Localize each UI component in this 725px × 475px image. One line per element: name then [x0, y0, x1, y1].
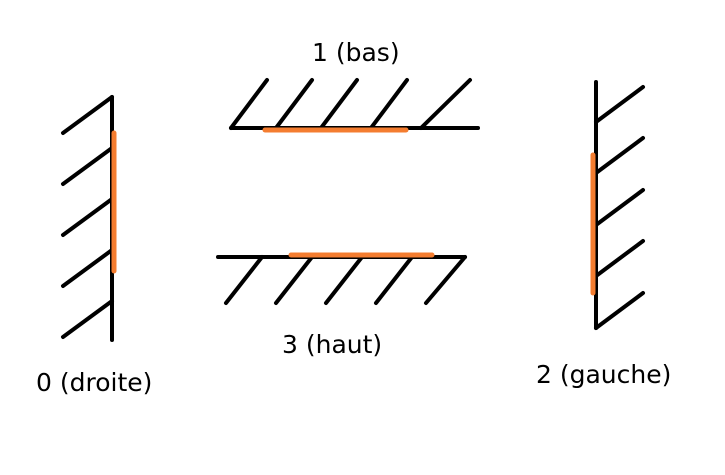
wall-1-hatch: [274, 78, 314, 130]
wall-2-hatch: [594, 136, 645, 175]
wall-3: [216, 252, 467, 305]
wall-0-hatch: [61, 197, 114, 237]
wall-2: [590, 80, 645, 330]
wall-2-hatch: [594, 188, 645, 227]
wall-1: [229, 78, 480, 133]
wall-3-hatch: [324, 255, 364, 305]
wall-1-hatch: [369, 78, 409, 130]
wall-2-hatch: [594, 239, 645, 278]
wall-2-hatch: [594, 85, 645, 124]
wall-0-hatch: [61, 146, 114, 186]
wall-0-hatch: [61, 299, 114, 339]
wall-0-hatch: [61, 95, 114, 135]
wall-3-hatch: [274, 255, 314, 305]
wall-0-label: 0 (droite): [36, 368, 153, 397]
wall-3-hatch: [424, 255, 467, 305]
wall-1-hatch: [319, 78, 359, 130]
wall-1-label: 1 (bas): [312, 38, 400, 67]
wall-3-hatch: [374, 255, 414, 305]
wall-1-hatch: [419, 78, 472, 130]
wall-2-label: 2 (gauche): [536, 360, 672, 389]
wall-2-hatch: [594, 291, 645, 330]
wall-3-label: 3 (haut): [282, 330, 383, 359]
wall-0-hatch: [61, 248, 114, 288]
wall-0: [61, 95, 117, 342]
wall-1-hatch: [229, 78, 269, 130]
wall-3-hatch: [224, 255, 264, 305]
